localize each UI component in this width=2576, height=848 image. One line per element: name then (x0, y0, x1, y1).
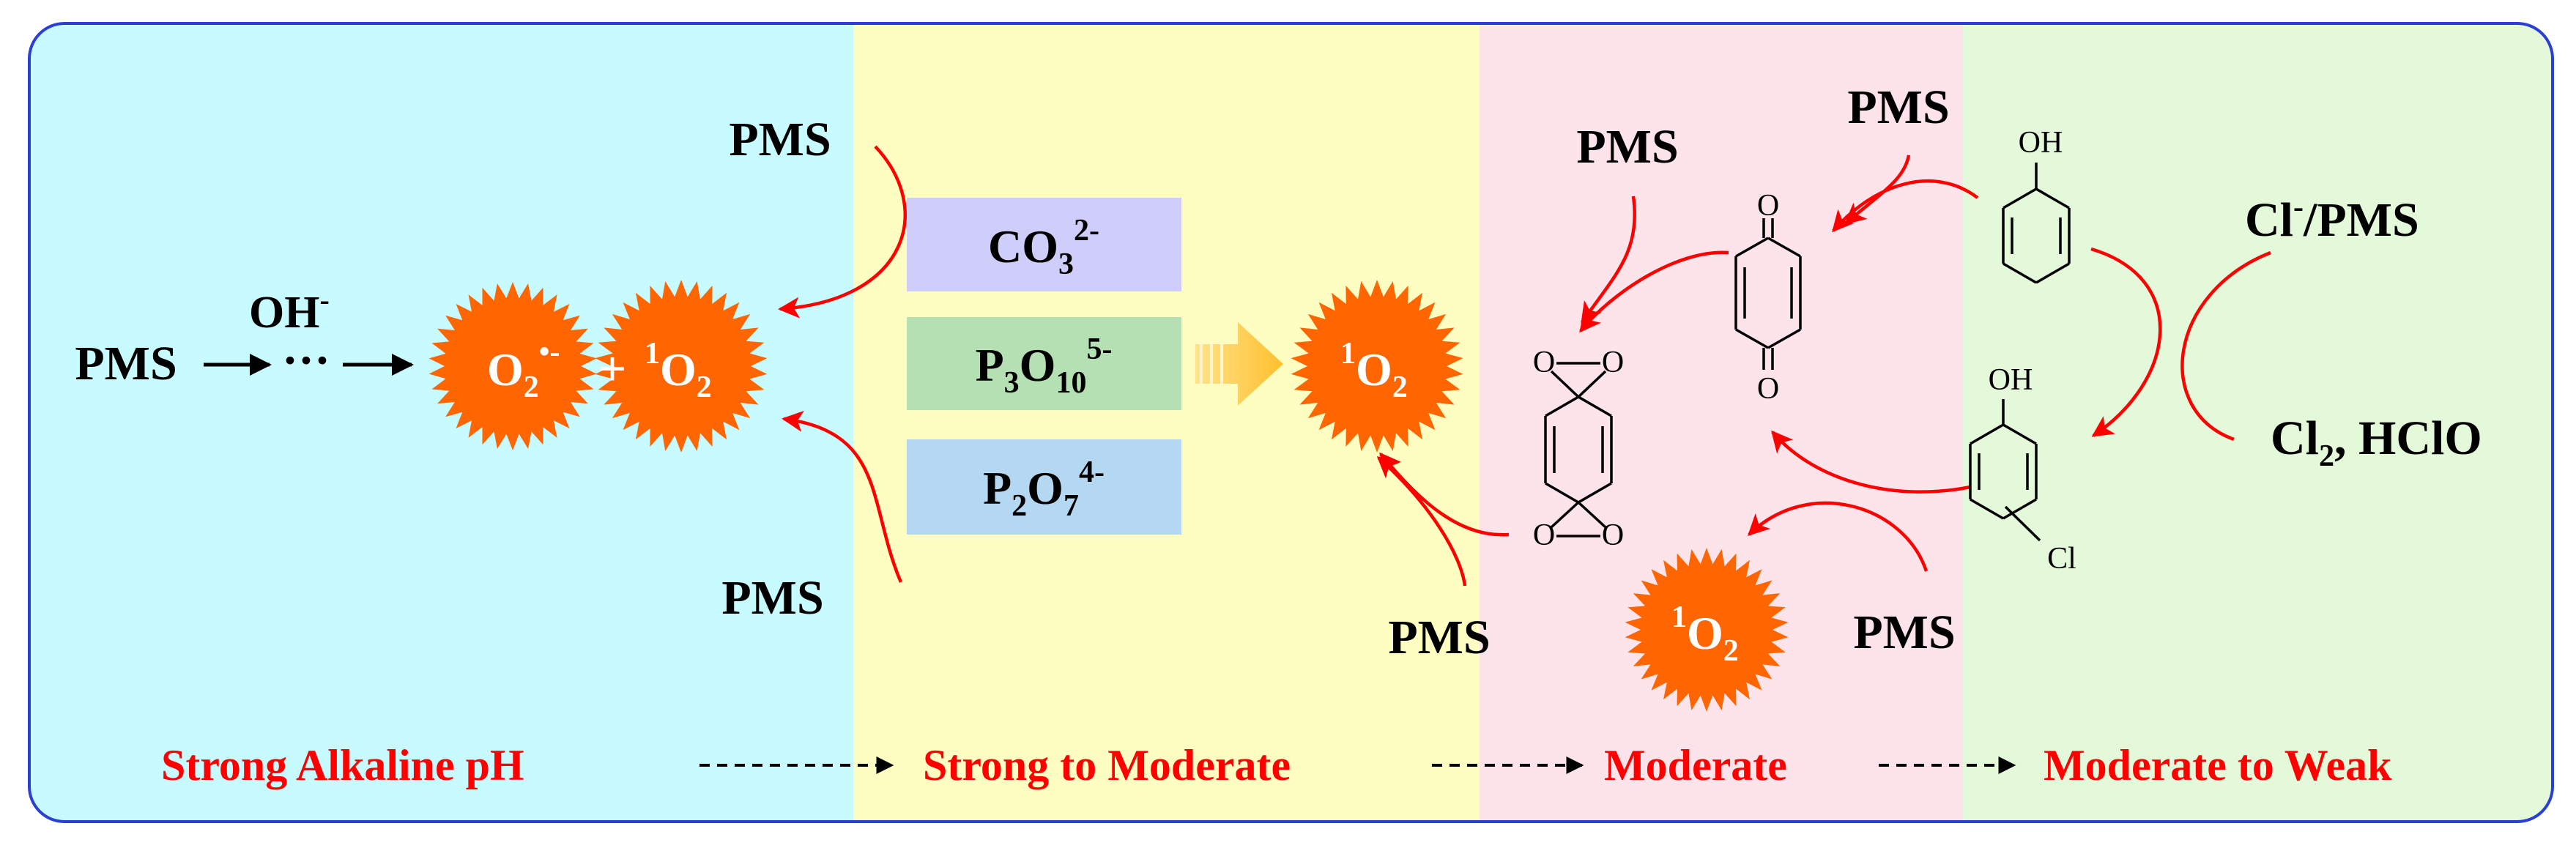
singlet-oxygen-label: 1O2 (645, 337, 712, 404)
curved-arrow (1579, 250, 1729, 333)
singlet-oxygen-label: 1O2 (1340, 337, 1408, 404)
starburst (1625, 548, 1789, 712)
hydroxide-label: OH- (249, 283, 330, 338)
superoxide-label: O2•- (487, 335, 560, 404)
pms-label: PMS (75, 337, 177, 390)
zone-moderate-to-weak (1963, 23, 2553, 822)
zone-backgrounds (29, 23, 2553, 822)
stage-label-moderate: Moderate (1604, 741, 1787, 789)
curved-arrow (1771, 430, 1971, 494)
curved-arrow (778, 145, 907, 319)
pms-label: PMS (1388, 611, 1490, 664)
ellipsis: ··· (282, 334, 330, 387)
zone2-content: CO32- P3O105- P2O74- 1O2 (907, 198, 1463, 535)
big-arrow (1195, 322, 1283, 406)
chlorine-label: Cl (2047, 542, 2076, 576)
pyrophosphate-label: P2O74- (983, 455, 1105, 523)
chlorine-species-label: Cl2, HClO (2271, 412, 2482, 473)
pms-label: PMS (729, 113, 831, 166)
endoperoxide-structure (1544, 362, 1613, 538)
plus-sign: + (598, 341, 627, 396)
curved-arrow (1376, 456, 1467, 587)
starburst (595, 280, 768, 453)
zone4-content: OH OH Cl Cl-/PMS Cl2, HClO (1969, 126, 2482, 576)
hydroxyl-label: OH (1989, 363, 2033, 397)
curved-arrow (2090, 247, 2162, 437)
carbonate-box (907, 198, 1181, 291)
stage-labels: Strong Alkaline pH Strong to Moderate Mo… (161, 741, 2392, 789)
chlorophenol-structure (1969, 399, 2041, 542)
singlet-oxygen-label: 1O2 (1671, 600, 1739, 668)
pms-label: PMS (1853, 606, 1955, 659)
starburst (428, 282, 597, 450)
benzoquinone-structure (1734, 218, 1802, 370)
oxygen-atom-label: O (1533, 346, 1555, 379)
curved-line (2180, 250, 2271, 442)
zone3-content: PMS PMS PMS PMS O O (1376, 81, 1979, 712)
hydroxyl-label: OH (2019, 126, 2063, 160)
pms-label: PMS (1847, 81, 1949, 134)
starburst (1291, 280, 1463, 453)
chloride-pms-label: Cl-/PMS (2245, 190, 2419, 247)
stage-label-strong-alkaline: Strong Alkaline pH (161, 741, 524, 789)
curved-arrow (1581, 196, 1636, 324)
oxygen-atom-label: O (1602, 518, 1624, 552)
oxygen-atom-label: O (1533, 518, 1555, 552)
oxygen-atom-label: O (1602, 346, 1624, 379)
diagram-frame (28, 22, 2554, 823)
pyrophosphate-box (907, 439, 1181, 535)
pms-label: PMS (1576, 120, 1678, 174)
triphosphate-label: P3O105- (976, 332, 1113, 400)
stage-label-strong-to-moderate: Strong to Moderate (923, 741, 1291, 789)
curved-arrow (1844, 155, 1911, 225)
zone1-content: PMS PMS PMS OH- ··· O2•- + 1O2 (75, 113, 907, 625)
curved-arrow (1832, 179, 1979, 233)
carbonate-label: CO32- (988, 214, 1099, 281)
oxygen-atom-label: O (1757, 189, 1779, 223)
curved-arrow (1747, 501, 1929, 572)
stage-label-moderate-to-weak: Moderate to Weak (2044, 741, 2392, 789)
oxygen-atom-label: O (1757, 372, 1779, 406)
curved-arrow (782, 410, 903, 583)
phenol-structure (2002, 163, 2071, 284)
triphosphate-box (907, 317, 1181, 410)
pms-label: PMS (721, 571, 823, 625)
